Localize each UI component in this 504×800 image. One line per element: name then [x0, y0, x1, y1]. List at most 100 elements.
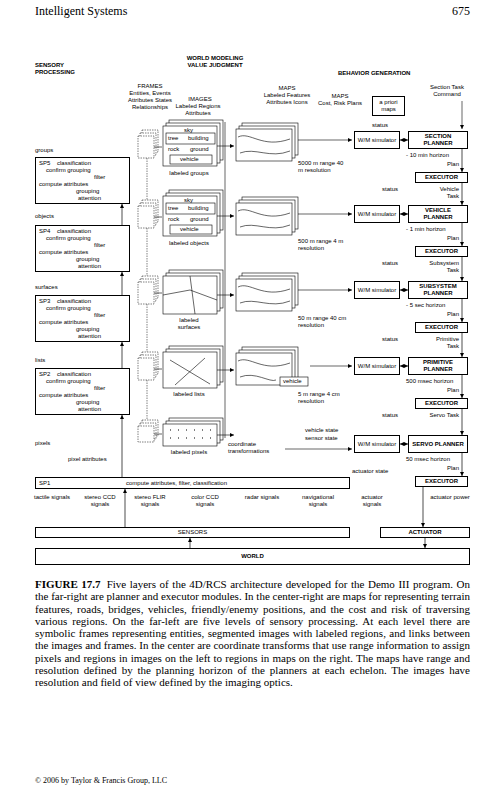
frame-symbol	[138, 206, 154, 228]
executor-box: EXECUTOR	[415, 246, 468, 257]
label-text: coordinate transformations	[228, 441, 278, 455]
label-text: FRAMES	[124, 83, 176, 90]
label-text: - 10 min horizon	[406, 152, 449, 159]
label-text: stereo FLIR signals	[130, 494, 170, 508]
box-content: W/M simulator	[358, 137, 396, 144]
box-content: W/M simulator	[358, 363, 396, 370]
box-text: SP1	[39, 480, 50, 487]
label-text: Intelligent Systems	[35, 4, 235, 18]
label-text: sensor state	[305, 435, 338, 442]
box-text: W/M simulator	[358, 287, 396, 294]
box-text: W/M simulator	[358, 211, 396, 218]
image-map-link	[217, 216, 234, 217]
connector	[125, 489, 126, 527]
label-text: status	[382, 412, 398, 419]
label-text: Labeled Features Attributes Icons	[256, 92, 318, 106]
label-text: rock	[168, 146, 179, 153]
box-text: EXECUTOR	[425, 248, 458, 255]
frame-image-link	[154, 147, 162, 434]
caption-text: Five layers of the 4D/RCS architecture d…	[35, 578, 470, 688]
label-text: Cost, Risk Plans	[318, 100, 362, 107]
box-text: compute attributes	[39, 319, 88, 326]
connector	[190, 538, 191, 548]
label-text: labeled pixels	[168, 449, 210, 456]
label-text: actuator signals	[352, 494, 392, 508]
figure-caption: FIGURE 17.7Five layers of the 4D/RCS arc…	[35, 578, 470, 689]
executor-box: EXECUTOR	[415, 398, 468, 409]
image-stacks	[163, 120, 223, 446]
sensors-box: SENSORS	[35, 527, 350, 538]
image-map-link	[217, 370, 234, 371]
region-box	[170, 225, 212, 234]
label-text: © 2006 by Taylor & Francis Group, LLC	[35, 776, 167, 786]
terrain-lines	[238, 210, 290, 228]
map-frame	[236, 279, 292, 311]
box-content: EXECUTOR	[425, 324, 458, 331]
label-text: building	[188, 205, 209, 212]
connector	[400, 140, 408, 141]
map-frame	[236, 203, 292, 235]
connector	[400, 214, 408, 215]
frame-symbol	[138, 426, 154, 442]
box-content: SUBSYSTEM PLANNER	[411, 283, 465, 297]
planner-box: SERVO PLANNER	[408, 435, 468, 453]
box-text: confirm grouping	[46, 167, 91, 174]
connector	[462, 375, 463, 398]
planner-box: SUBSYSTEM PLANNER	[408, 281, 468, 299]
connector	[122, 415, 123, 477]
connector-label: Plan	[437, 311, 459, 318]
connector	[462, 409, 463, 435]
label-text: tree	[168, 135, 178, 142]
box-content: SENSORS	[178, 529, 207, 536]
region-box	[166, 133, 215, 144]
region-box	[166, 203, 215, 214]
box-content: EXECUTOR	[425, 478, 458, 485]
frame-symbol	[138, 282, 154, 304]
command-arrow	[462, 101, 463, 129]
connector-label: Plan	[437, 161, 459, 168]
connector	[462, 333, 463, 357]
box-content: W/M simulator	[358, 441, 396, 448]
label-text: tree	[168, 205, 178, 212]
box-text: PRIMITIVE PLANNER	[411, 359, 465, 373]
box-text: SECTION PLANNER	[411, 133, 465, 147]
label-text: tactile signals	[32, 494, 72, 501]
label-text: pixels	[35, 440, 50, 447]
image-frame	[163, 424, 217, 446]
label-text: stereo CCD signals	[80, 494, 120, 508]
executor-box: EXECUTOR	[415, 476, 468, 487]
box-text: compute attributes	[39, 249, 88, 256]
box-content: SERVO PLANNER	[412, 441, 464, 448]
planner-box: PRIMITIVE PLANNER	[408, 357, 468, 375]
box-text: confirm grouping	[46, 378, 91, 385]
connector-label: Plan	[437, 235, 459, 242]
box-text: classification	[57, 160, 91, 167]
box-text: confirm grouping	[46, 305, 91, 312]
label-text: Section Task Command	[424, 84, 470, 98]
label-text: 50 msec horizon	[406, 456, 450, 463]
image-map-link	[217, 435, 234, 436]
label-text: labeled surfaces	[168, 317, 210, 331]
box-text: SP4	[39, 228, 50, 235]
box-content: PRIMITIVE PLANNER	[411, 359, 465, 373]
box-text: filter	[94, 174, 105, 181]
connector-label: Servo Task	[427, 412, 459, 419]
box-content: EXECUTOR	[425, 248, 458, 255]
sensory-processing-box: SP4classificationconfirm groupingfilterc…	[35, 225, 130, 272]
frame-symbol	[138, 136, 154, 158]
label-text: status	[382, 260, 398, 267]
figure-number: FIGURE 17.7	[35, 578, 101, 590]
connector	[462, 299, 463, 322]
box-content: EXECUTOR	[425, 174, 458, 181]
label-text: sky	[184, 127, 193, 134]
box-text: filter	[94, 385, 105, 392]
label-text: actuator state	[352, 468, 388, 475]
flow-lines	[154, 101, 462, 449]
label-text: 675	[420, 4, 470, 18]
box-text: EXECUTOR	[425, 324, 458, 331]
box-text: attention	[78, 195, 101, 202]
label-text: 5000 m range 40 m resolution	[298, 160, 348, 174]
image-frame	[163, 126, 217, 166]
connector-label: Primitive Task	[427, 336, 459, 350]
